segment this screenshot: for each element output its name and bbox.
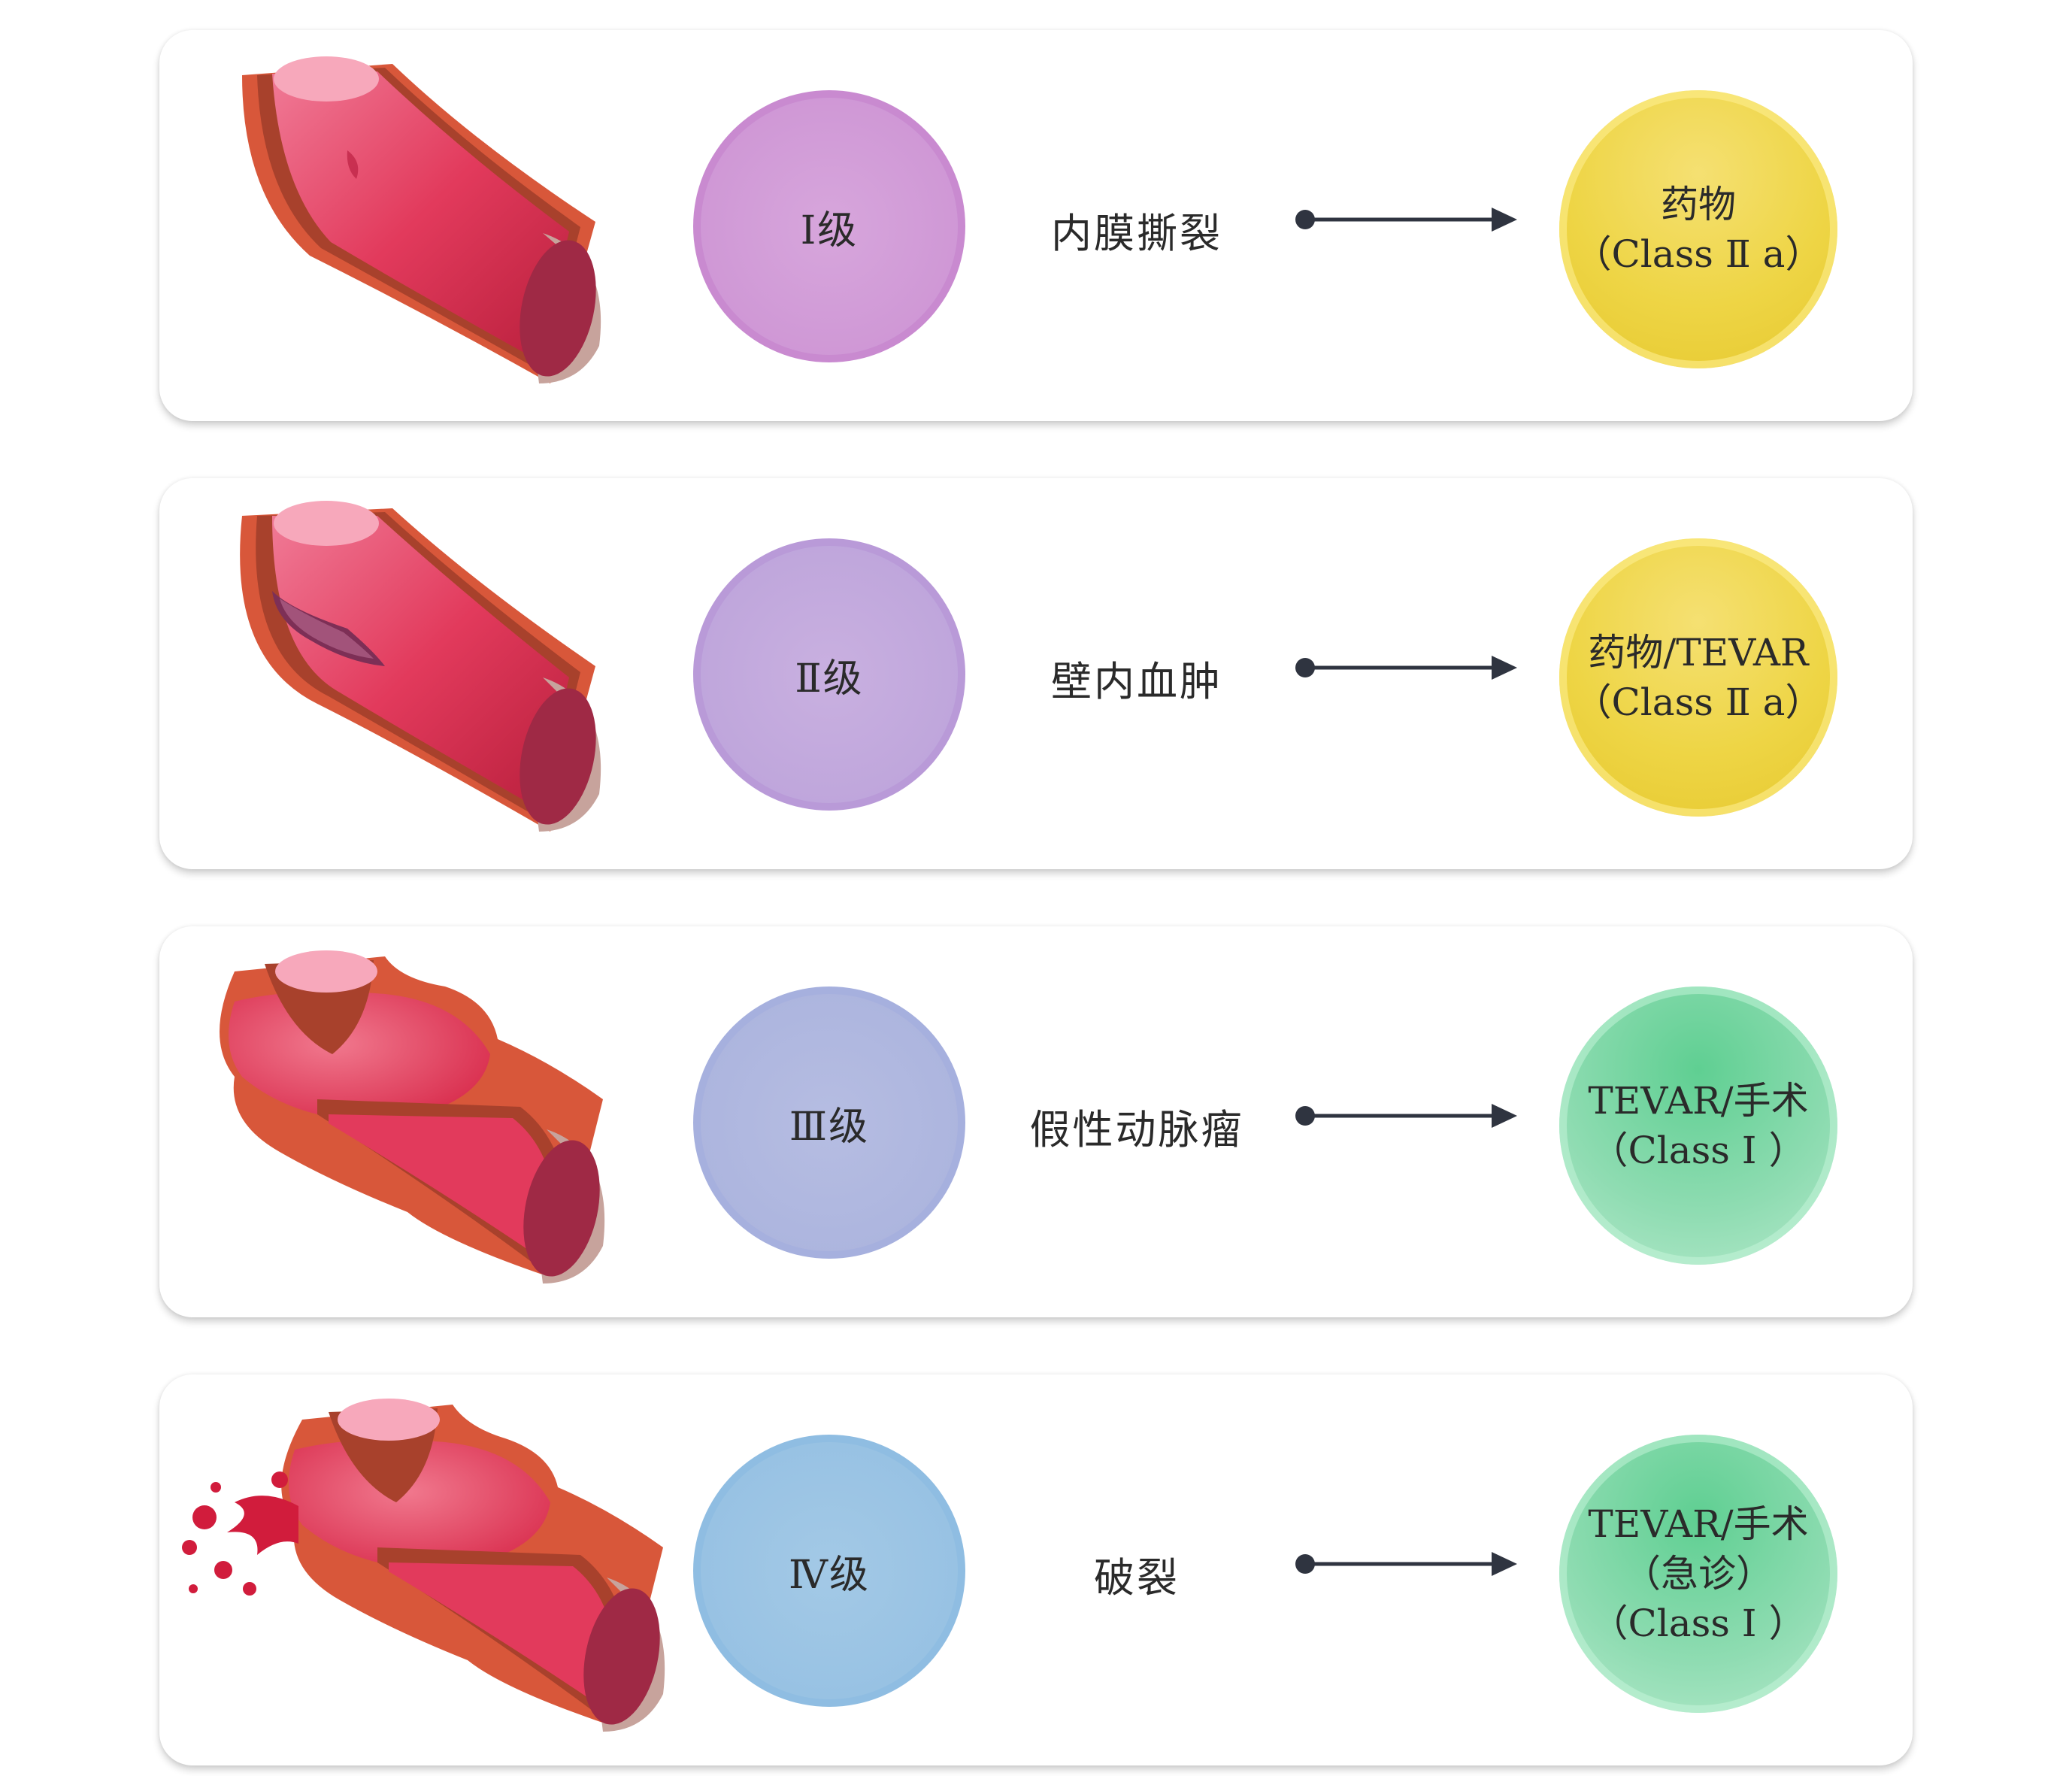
grade-3-treatment-line-1: TEVAR/手术	[1588, 1079, 1809, 1123]
grade-1-treatment-line-2: （Class Ⅱ a）	[1574, 232, 1823, 276]
grade-4-treatment-line-1: TEVAR/手术	[1588, 1502, 1809, 1546]
grade-1-label: Ⅰ级	[800, 208, 859, 253]
grade-2-arrow	[1295, 656, 1517, 680]
grade-4-treatment-line-2: （急诊）	[1623, 1552, 1774, 1596]
grade-1-arrow	[1295, 208, 1517, 232]
grade-4-lesion-label: 破裂	[1094, 1554, 1180, 1602]
pseudoaneurysm-vessel-illustration	[220, 950, 605, 1284]
grade-1-panel: Ⅰ级 内膜撕裂 药物 （Class Ⅱ a）	[159, 30, 1913, 421]
grade-3-treatment-line-2: （Class Ⅰ ）	[1590, 1129, 1807, 1172]
grade-1-lesion-label: 内膜撕裂	[1051, 210, 1222, 257]
grade-4-circle: Ⅳ级	[693, 1435, 965, 1707]
grade-1-treatment-circle: 药物 （Class Ⅱ a）	[1559, 90, 1837, 368]
grade-2-treatment-circle: 药物/TEVAR （Class Ⅱ a）	[1559, 538, 1837, 817]
grade-1-treatment-line-1: 药物	[1661, 183, 1736, 226]
grade-4-treatment-line-3: （Class Ⅰ ）	[1590, 1602, 1807, 1645]
blood-splatter	[182, 1471, 298, 1596]
grade-2-treatment-line-2: （Class Ⅱ a）	[1574, 680, 1823, 724]
grade-3-arrow	[1295, 1104, 1517, 1128]
grade-3-lesion-label: 假性动脉瘤	[1029, 1106, 1244, 1153]
grade-4-treatment-circle: TEVAR/手术 （急诊） （Class Ⅰ ）	[1559, 1435, 1837, 1713]
grade-2-treatment-line-1: 药物/TEVAR	[1588, 631, 1809, 674]
grade-3-treatment-circle: TEVAR/手术 （Class Ⅰ ）	[1559, 986, 1837, 1265]
grade-2-lesion-label: 壁内血肿	[1051, 658, 1222, 705]
grade-3-label: Ⅲ级	[789, 1104, 870, 1150]
rupture-vessel-illustration	[182, 1399, 665, 1732]
grade-3-panel: Ⅲ级 假性动脉瘤 TEVAR/手术 （Class Ⅰ ）	[159, 926, 1913, 1317]
grade-3-circle: Ⅲ级	[693, 986, 965, 1259]
grade-4-arrow	[1295, 1552, 1517, 1576]
grade-4-label: Ⅳ级	[789, 1552, 870, 1598]
intramural-hematoma-vessel-illustration	[240, 501, 601, 832]
grade-2-circle: Ⅱ级	[693, 538, 965, 811]
grade-2-label: Ⅱ级	[795, 656, 864, 702]
grade-2-panel: Ⅱ级 壁内血肿 药物/TEVAR （Class Ⅱ a）	[159, 478, 1913, 869]
grade-1-circle: Ⅰ级	[693, 90, 965, 362]
grade-4-panel: Ⅳ级 破裂 TEVAR/手术 （急诊） （Class Ⅰ ）	[159, 1374, 1913, 1765]
intimal-tear-vessel-illustration	[242, 56, 601, 383]
